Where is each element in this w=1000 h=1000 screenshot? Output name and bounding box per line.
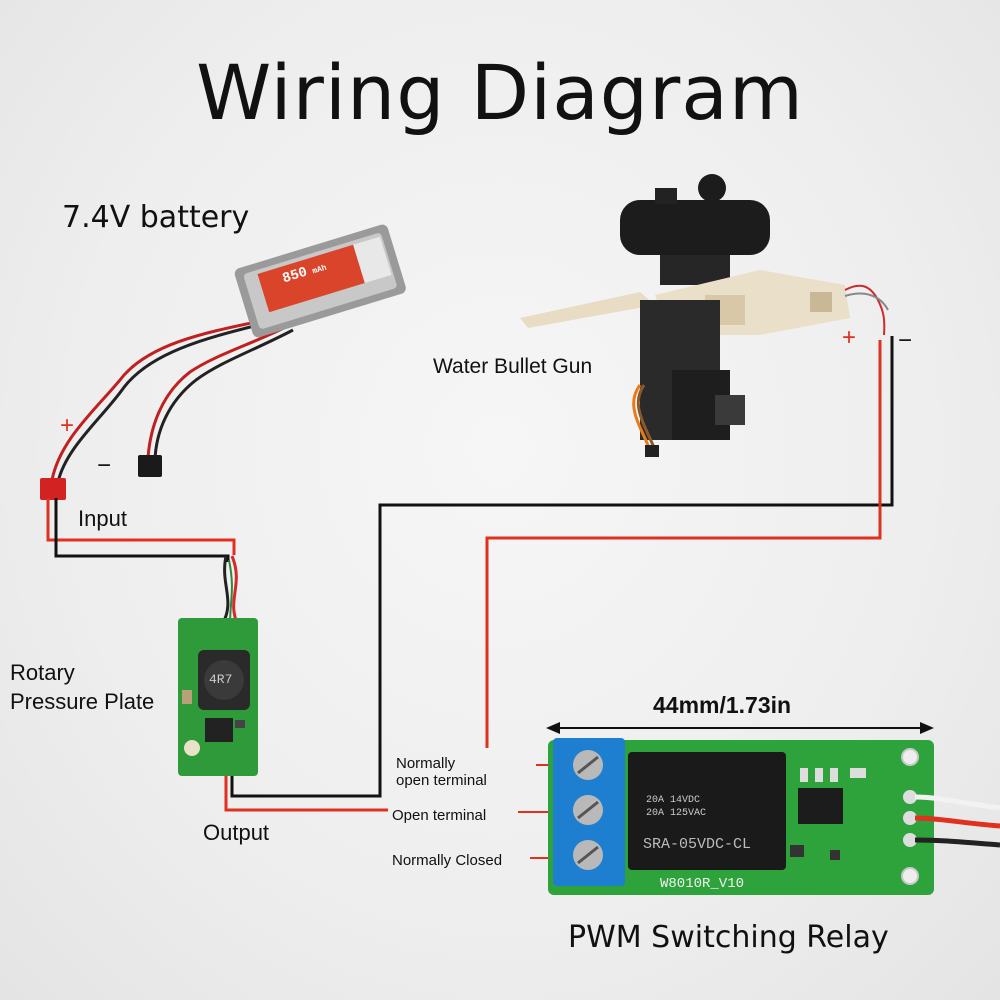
battery-image — [40, 224, 406, 500]
jst-connector — [40, 478, 66, 500]
open-terminal-label: Open terminal — [392, 807, 487, 824]
battery-black-lead — [56, 320, 271, 483]
relay-rating-1: 20A 14VDC — [646, 795, 701, 806]
battery-label: 7.4V battery — [62, 200, 250, 235]
wire-output-positive — [224, 773, 388, 812]
normally-open-line1: Normally — [396, 755, 456, 772]
red-dot-sight — [620, 200, 770, 255]
ic-chip — [798, 788, 843, 824]
rotary-module-image — [178, 618, 258, 776]
wire-relay-no-to-gun-positive — [485, 340, 882, 748]
normally-open-line2: open terminal — [396, 772, 487, 789]
normally-closed-label: Normally Closed — [392, 852, 503, 869]
normally-open-label: Normally open terminal — [396, 755, 487, 789]
balance-connector — [138, 455, 162, 477]
wires — [46, 336, 894, 859]
wire-battery-negative — [54, 498, 230, 562]
board-model: W8010R_V10 — [660, 876, 745, 892]
battery-red-lead — [50, 316, 276, 481]
output-label: Output — [203, 820, 270, 845]
wire-battery-positive — [46, 498, 236, 555]
inductor-marking: 4R7 — [209, 672, 233, 687]
water-bullet-gun-image — [520, 174, 889, 457]
relay-cube — [628, 752, 786, 870]
relay-label: PWM Switching Relay — [568, 920, 889, 955]
gun-plus-mark: + — [842, 324, 857, 351]
battery-capacity-unit: mAh — [311, 263, 328, 277]
page-title: Wiring Diagram — [196, 48, 804, 137]
battery-minus-mark: − — [97, 452, 112, 479]
gun-barrel — [520, 292, 655, 328]
wire-output-negative-to-gun — [230, 336, 894, 798]
rotary-label: Rotary Pressure Plate — [10, 658, 154, 716]
relay-model: SRA-05VDC-CL — [643, 836, 752, 853]
dimension-label: 44mm/1.73in — [653, 692, 792, 718]
battery-plus-mark: + — [60, 412, 75, 439]
input-label: Input — [78, 506, 127, 531]
relay-board-image — [546, 722, 1000, 895]
relay-rating-2: 20A 125VAC — [646, 808, 707, 819]
gun-minus-mark: − — [898, 327, 913, 354]
gun-label: Water Bullet Gun — [433, 355, 593, 378]
rotary-label-line1: Rotary — [10, 660, 75, 685]
rotary-label-line2: Pressure Plate — [10, 689, 155, 714]
